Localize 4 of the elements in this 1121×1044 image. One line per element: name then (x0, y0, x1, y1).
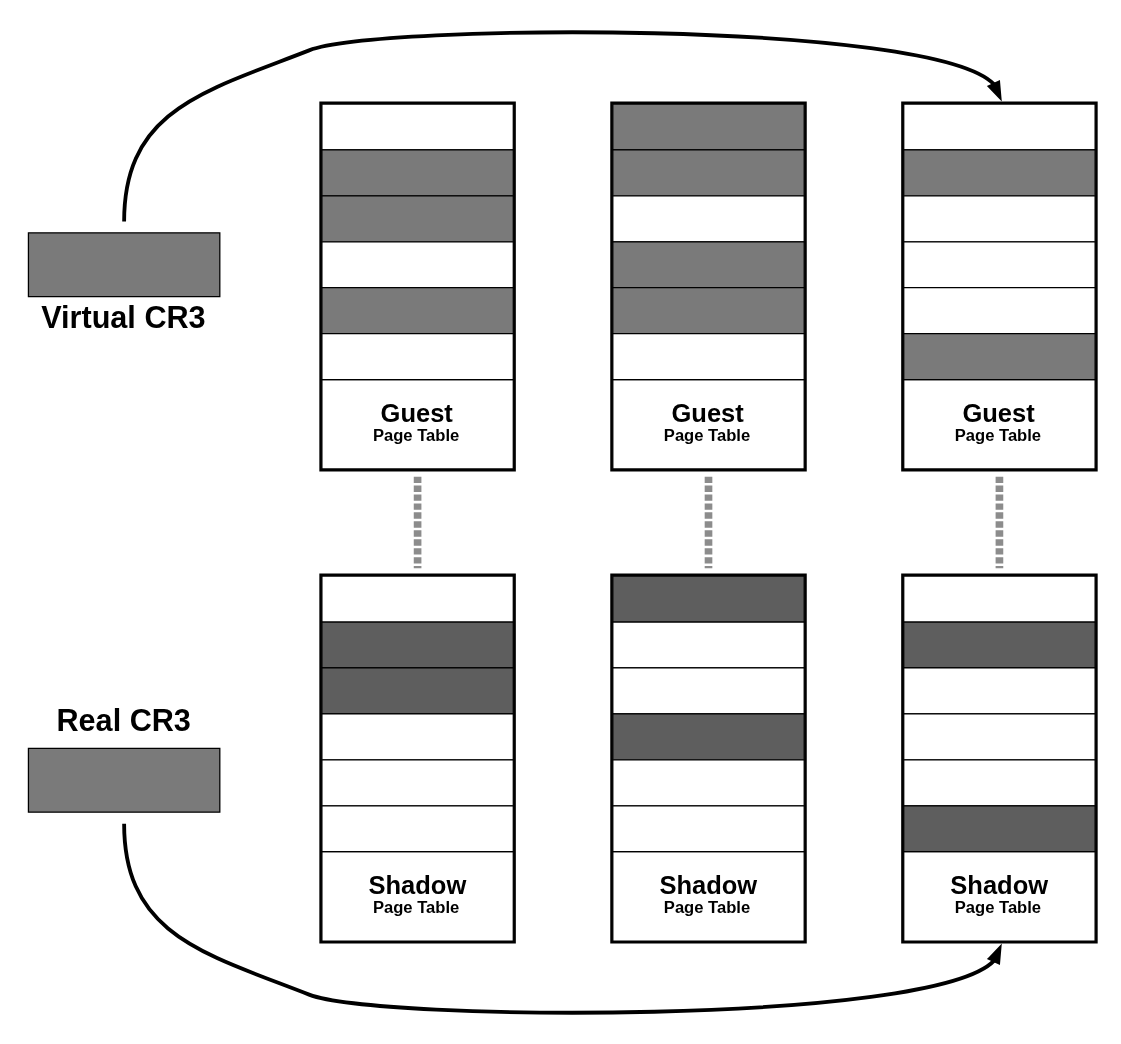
arrow (122, 823, 1002, 1015)
node-label: Real CR3 (56, 702, 191, 737)
node-label: Virtual CR3 (41, 299, 206, 334)
arrow (122, 29, 1002, 221)
